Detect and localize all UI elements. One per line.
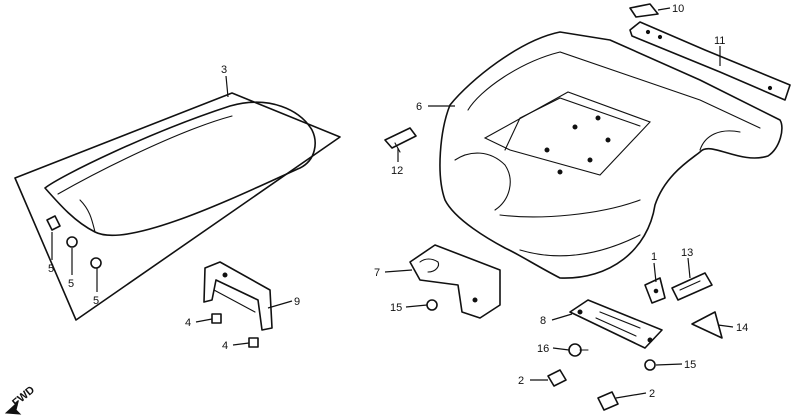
bolt-16 <box>568 343 589 357</box>
callout-1: 1 <box>651 251 657 263</box>
callout-14: 14 <box>736 322 748 334</box>
callout-7: 7 <box>374 267 380 279</box>
nut-15a <box>426 299 438 311</box>
leader-lines <box>51 7 734 399</box>
callout-2: 2 <box>649 388 655 400</box>
grommet-5b <box>66 236 78 248</box>
callout-4: 4 <box>222 340 228 352</box>
callout-6: 6 <box>416 101 422 113</box>
clip-2a <box>547 369 567 387</box>
callout-12: 12 <box>391 165 403 177</box>
callout-16: 16 <box>537 343 549 355</box>
clip-2b <box>597 391 619 411</box>
label-part-13 <box>671 272 713 301</box>
callout-13: 13 <box>681 247 693 259</box>
plate-part-10 <box>629 3 659 18</box>
callout-2: 2 <box>518 375 524 387</box>
callout-4: 4 <box>185 317 191 329</box>
callout-9: 9 <box>294 296 300 308</box>
fwd-label: FWD <box>10 384 37 409</box>
callout-10: 10 <box>672 3 684 15</box>
fender-stay-part <box>629 21 791 101</box>
grommet-5c <box>90 257 102 269</box>
reflector-part-14 <box>691 311 723 339</box>
nut-4b <box>248 337 259 348</box>
nut-15b <box>644 359 656 371</box>
callout-8: 8 <box>540 315 546 327</box>
callout-11: 11 <box>714 35 725 47</box>
callout-15: 15 <box>390 302 402 314</box>
callout-5: 5 <box>93 295 99 307</box>
grommet-5a <box>46 215 61 231</box>
bracket-part-1 <box>644 277 666 304</box>
callout-3: 3 <box>221 64 227 76</box>
callout-5: 5 <box>68 278 74 290</box>
plate-part-8 <box>569 299 663 349</box>
callout-15: 15 <box>684 359 696 371</box>
callout-5: 5 <box>48 263 54 275</box>
rear-fender-part <box>439 31 783 279</box>
seat-part <box>14 92 341 321</box>
nut-4a <box>211 313 222 324</box>
clip-part-12 <box>384 127 417 153</box>
seat-bracket-part <box>203 261 273 331</box>
bracket-part-7 <box>409 244 501 319</box>
fwd-arrow: FWD <box>4 384 37 415</box>
